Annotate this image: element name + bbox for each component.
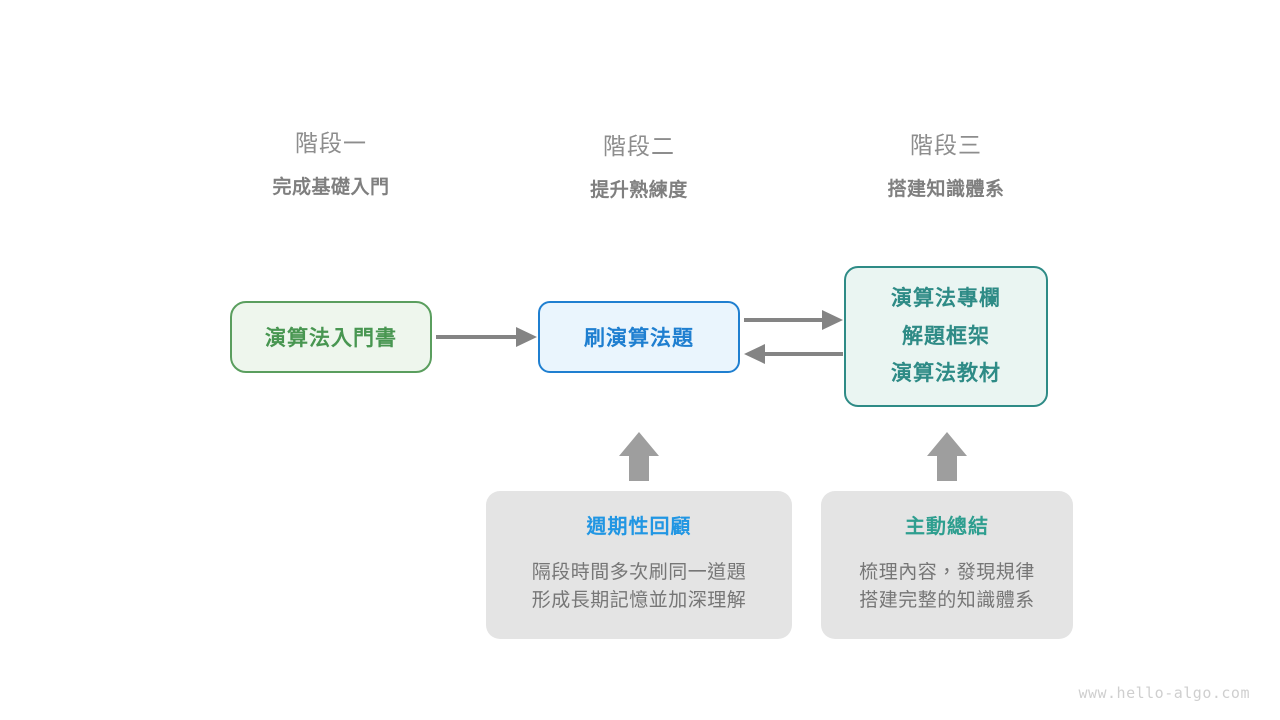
- arrow-book-to-practice: [436, 327, 537, 347]
- stage-number-3: 階段三: [910, 132, 982, 158]
- method-title-periodic-review: 週期性回顧: [586, 516, 692, 538]
- arrow-review-to-practice: [619, 432, 659, 481]
- stage-goal-1: 完成基礎入門: [272, 176, 390, 198]
- node-label-knowledge-2: 解題框架: [902, 324, 990, 348]
- node-knowledge-resources[interactable]: 演算法專欄 解題框架 演算法教材: [844, 266, 1048, 407]
- arrow-practice-to-knowledge: [744, 310, 843, 330]
- method-card-active-summary[interactable]: 主動總結 梳理內容，發現規律 搭建完整的知識體系: [821, 491, 1073, 639]
- node-label-knowledge-3: 演算法教材: [891, 362, 1001, 386]
- stage-goal-3: 搭建知識體系: [887, 178, 1005, 200]
- site-watermark: www.hello-algo.com: [1078, 684, 1250, 702]
- node-practice-problems[interactable]: 刷演算法題: [538, 301, 740, 373]
- arrow-summary-to-knowledge: [927, 432, 967, 481]
- method-body-active-summary: 梳理內容，發現規律 搭建完整的知識體系: [859, 559, 1035, 614]
- stage-header-3: 階段三 搭建知識體系: [816, 131, 1076, 202]
- stage-header-2: 階段二 提升熟練度: [509, 132, 769, 203]
- stage-number-1: 階段一: [295, 130, 367, 156]
- arrow-knowledge-to-practice: [744, 344, 843, 364]
- method-body-line-1: 梳理內容，發現規律: [859, 562, 1035, 583]
- node-algorithm-intro-book[interactable]: 演算法入門書: [230, 301, 432, 373]
- node-label-book: 演算法入門書: [265, 327, 397, 350]
- method-body-line-1: 隔段時間多次刷同一道題: [531, 562, 747, 583]
- method-title-active-summary: 主動總結: [905, 516, 989, 538]
- stage-header-1: 階段一 完成基礎入門: [201, 129, 461, 200]
- node-label-knowledge-1: 演算法專欄: [891, 287, 1001, 311]
- method-body-periodic-review: 隔段時間多次刷同一道題 形成長期記憶並加深理解: [532, 559, 747, 614]
- stage-number-2: 階段二: [603, 133, 675, 159]
- method-card-periodic-review[interactable]: 週期性回顧 隔段時間多次刷同一道題 形成長期記憶並加深理解: [486, 491, 792, 639]
- stage-goal-2: 提升熟練度: [590, 179, 688, 201]
- node-label-practice: 刷演算法題: [584, 327, 694, 350]
- method-body-line-2: 搭建完整的知識體系: [859, 589, 1035, 611]
- method-body-line-2: 形成長期記憶並加深理解: [531, 589, 747, 611]
